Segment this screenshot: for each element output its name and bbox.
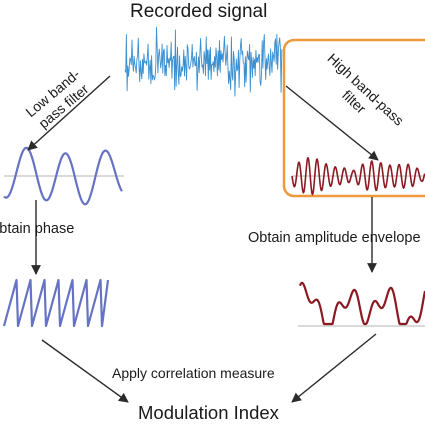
- phase-sawtooth-waveform: [2, 278, 110, 328]
- arrow-to-high-band: [285, 85, 379, 161]
- obtain-envelope-label: Obtain amplitude envelope: [248, 230, 421, 246]
- arrow-envelope-to-index: [291, 333, 377, 403]
- arrow-phase-to-index: [41, 339, 129, 403]
- recorded-signal-waveform: [124, 26, 283, 97]
- correlation-measure-label: Apply correlation measure: [112, 365, 275, 381]
- obtain-phase-label: Obtain phase: [0, 221, 75, 237]
- high-band-highlight-box: [282, 38, 425, 198]
- recorded-signal-title: Recorded signal: [130, 1, 268, 22]
- arrow-to-low-band: [27, 75, 111, 151]
- modulation-index-label: Modulation Index: [138, 402, 279, 423]
- high-band-waveform: [291, 157, 425, 196]
- amplitude-envelope-waveform: [298, 281, 425, 326]
- low-band-waveform: [3, 146, 123, 206]
